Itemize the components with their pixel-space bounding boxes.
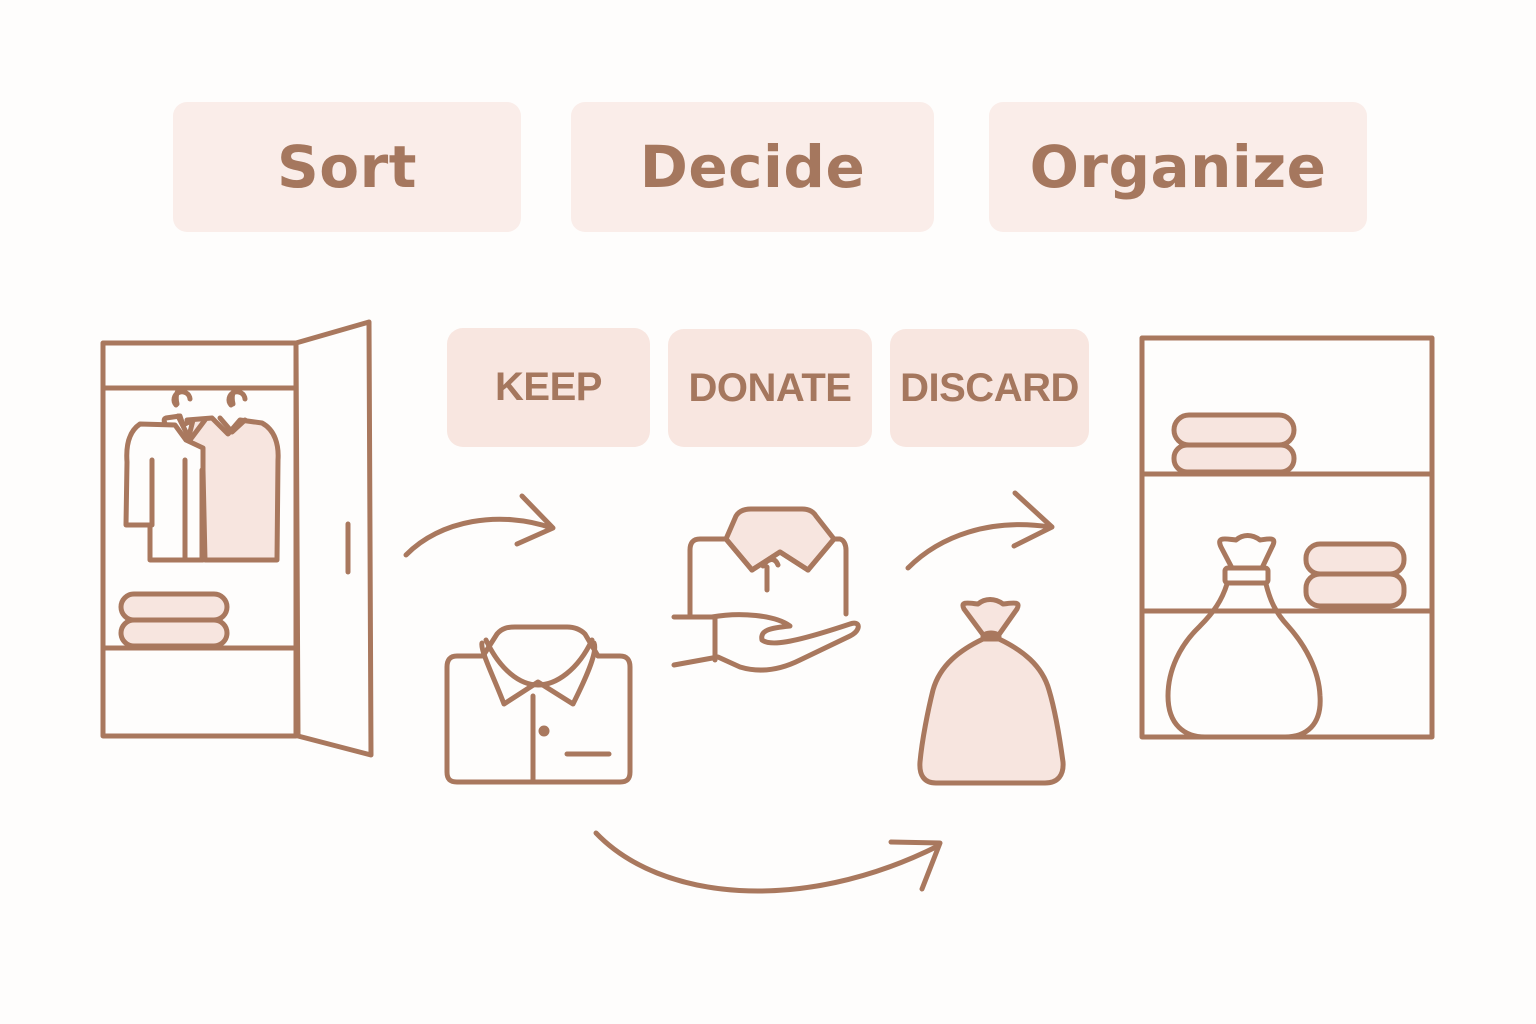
decision-donate-label: DONATE [688,365,852,410]
step-sort-label: Sort [277,133,417,201]
step-decide: Decide [571,102,934,232]
curved-arrow-icon [905,490,1055,571]
open-wardrobe-icon [100,319,374,758]
decision-discard-label: DISCARD [900,365,1079,410]
decision-keep-label: KEEP [495,365,602,409]
step-decide-label: Decide [639,133,866,201]
hand-holding-shirt-icon [671,506,861,673]
curved-arrow-icon [593,830,943,894]
folded-shirt-icon [444,624,633,785]
step-organize: Organize [989,102,1367,232]
step-sort: Sort [173,102,521,232]
curved-arrow-icon [403,493,556,558]
decision-donate: DONATE [668,329,872,447]
decision-keep: KEEP [447,328,650,447]
sack-icon [917,597,1066,786]
decision-discard: DISCARD [890,329,1089,447]
organized-shelf-icon [1139,335,1435,740]
step-organize-label: Organize [1029,133,1327,201]
